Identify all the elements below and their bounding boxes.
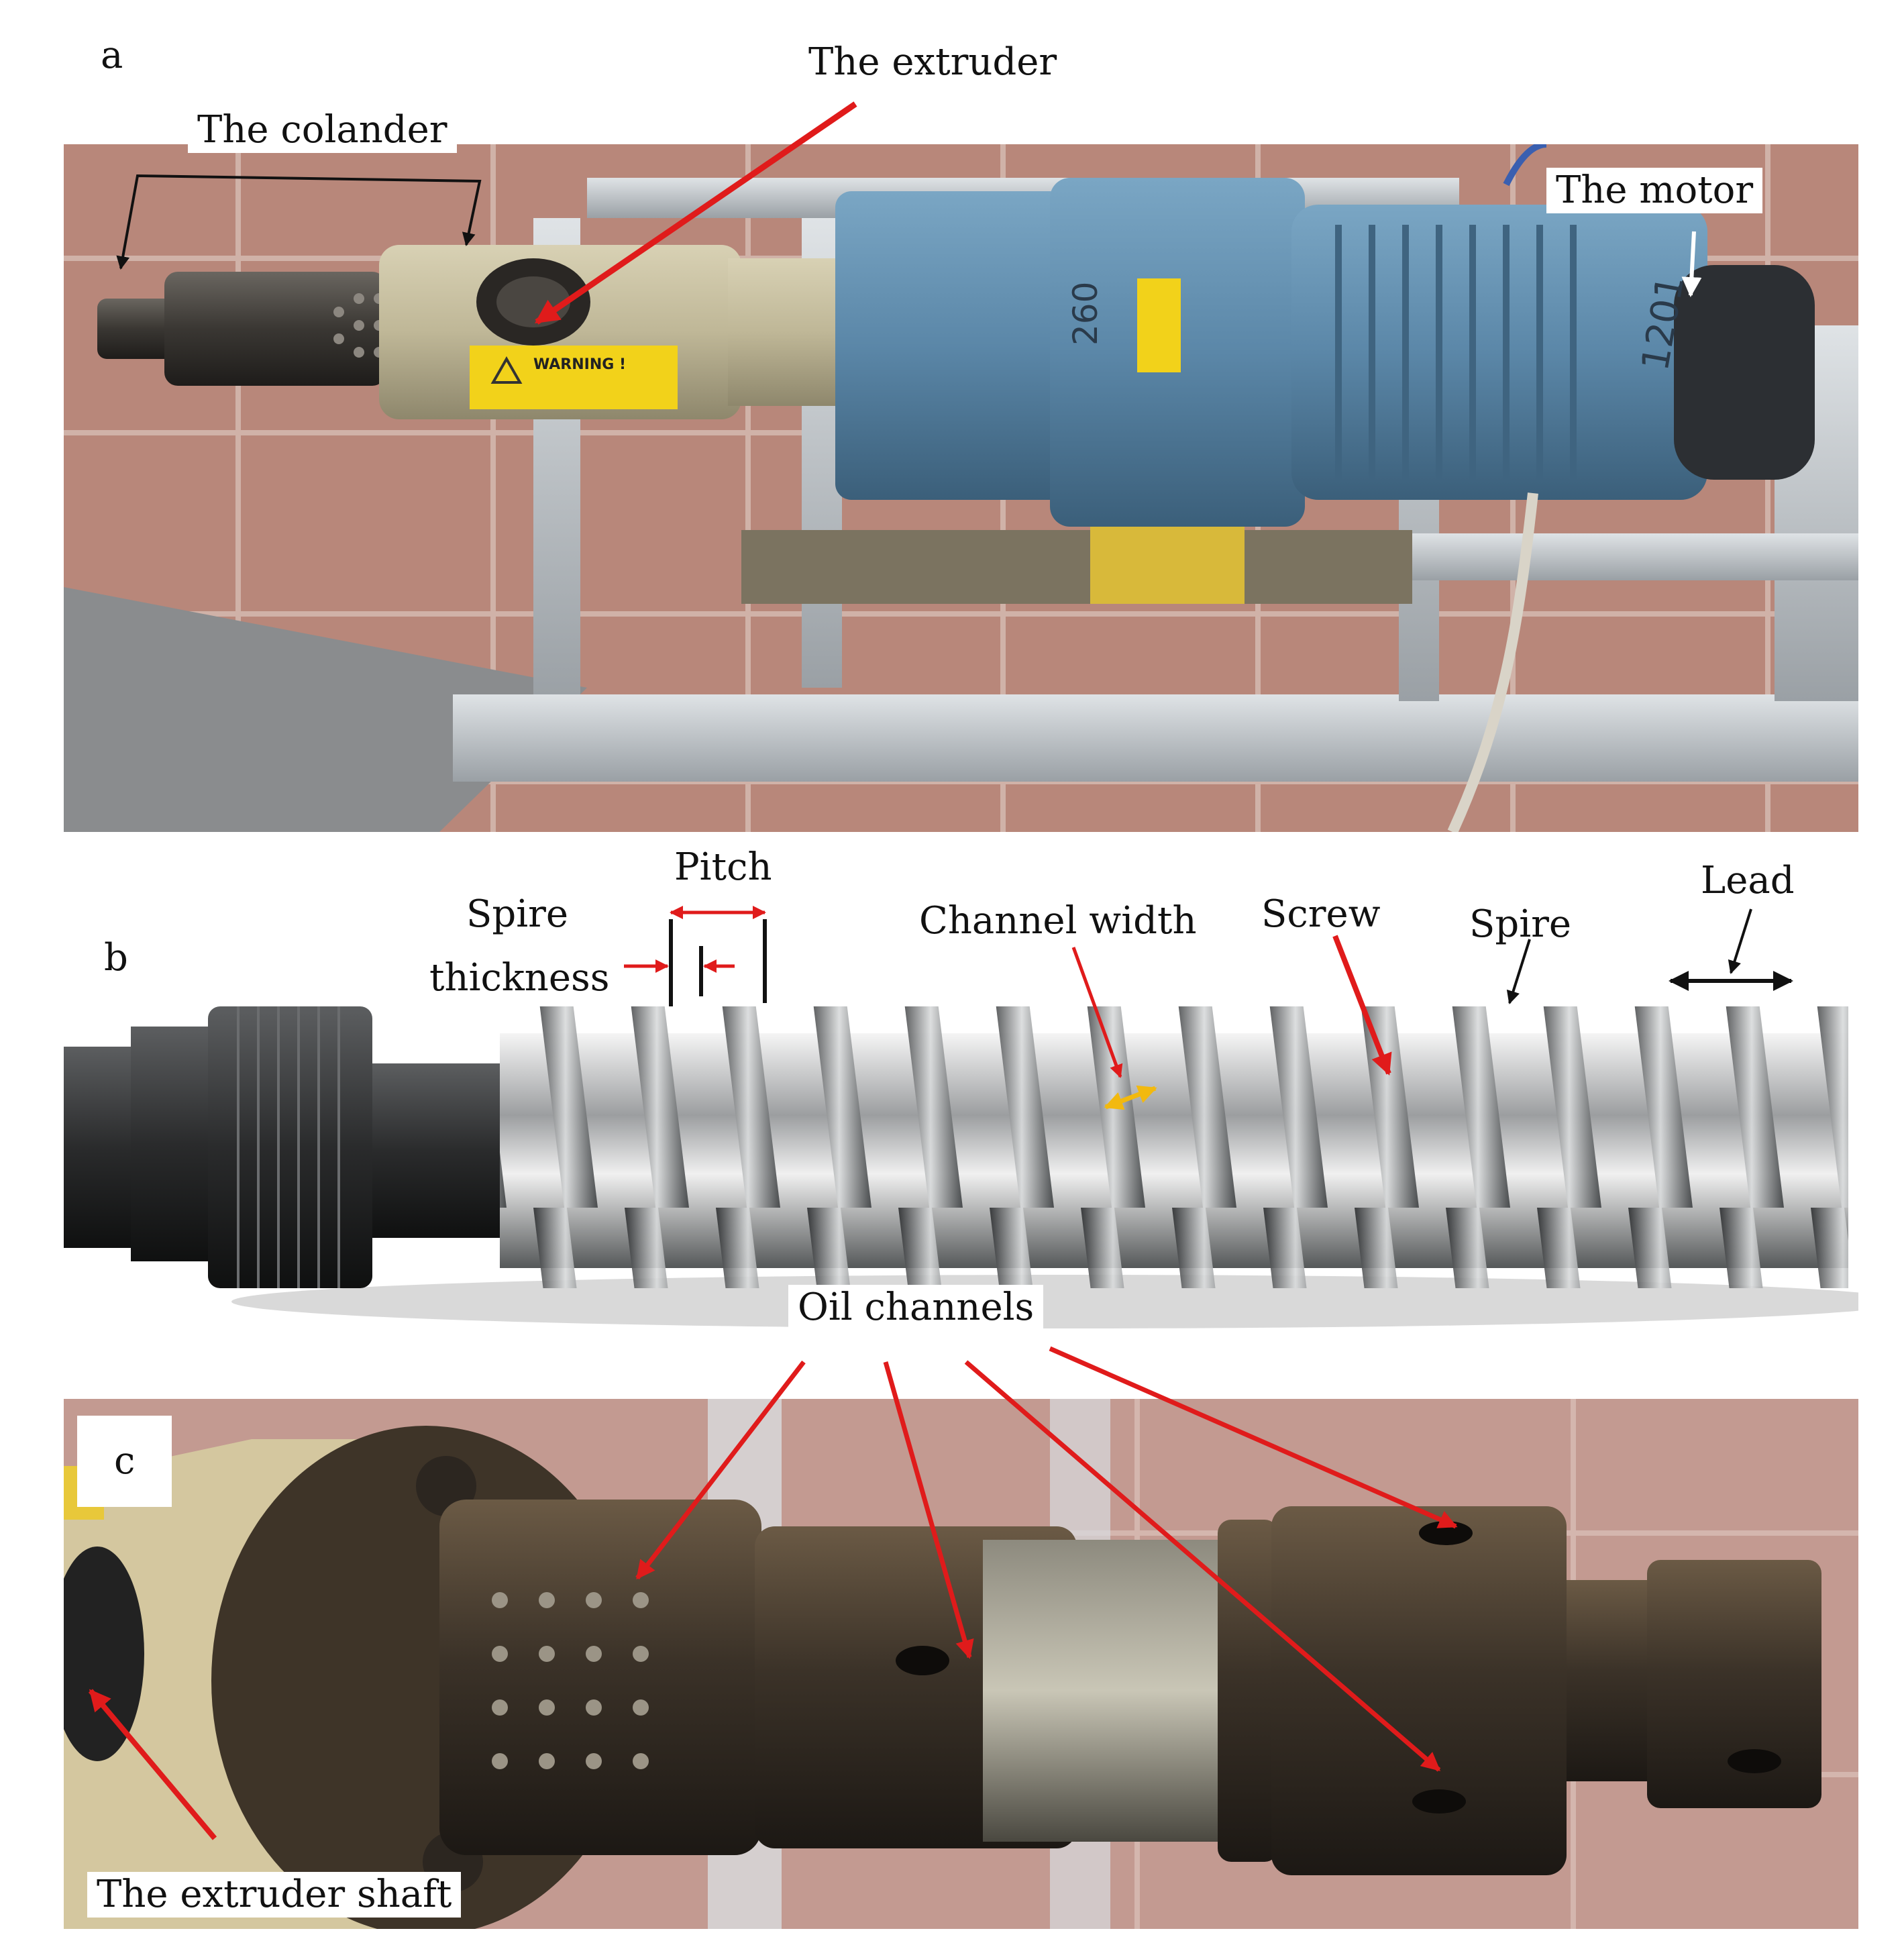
extruder-shaft-label: The extruder shaft (87, 1872, 462, 1918)
gear-number: 260 (1066, 282, 1105, 346)
spire-label: Spire (1469, 902, 1572, 946)
motor-label: The motor (1546, 168, 1763, 213)
warning-label-text: WARNING ! (533, 356, 626, 373)
extruder-label: The extruder (808, 40, 1057, 84)
spire-thickness-label-line1: Spire (466, 892, 569, 936)
panel-b-letter: b (104, 936, 128, 980)
channel-width-label: Channel width (919, 899, 1197, 943)
panel-b-photo (64, 953, 1858, 1349)
lead-label: Lead (1701, 859, 1795, 902)
oil-channels-label: Oil channels (788, 1285, 1044, 1330)
panel-c-letter: c (77, 1416, 172, 1507)
panel-a-photo: WARNING ! 260 1201 (64, 144, 1858, 832)
pitch-label: Pitch (674, 845, 772, 889)
colander-label: The colander (188, 107, 457, 153)
screw-label: Screw (1261, 892, 1381, 936)
panel-a-letter: a (101, 34, 123, 77)
panel-c-photo (64, 1399, 1858, 1929)
spire-thickness-label-line2: thickness (429, 956, 610, 1000)
